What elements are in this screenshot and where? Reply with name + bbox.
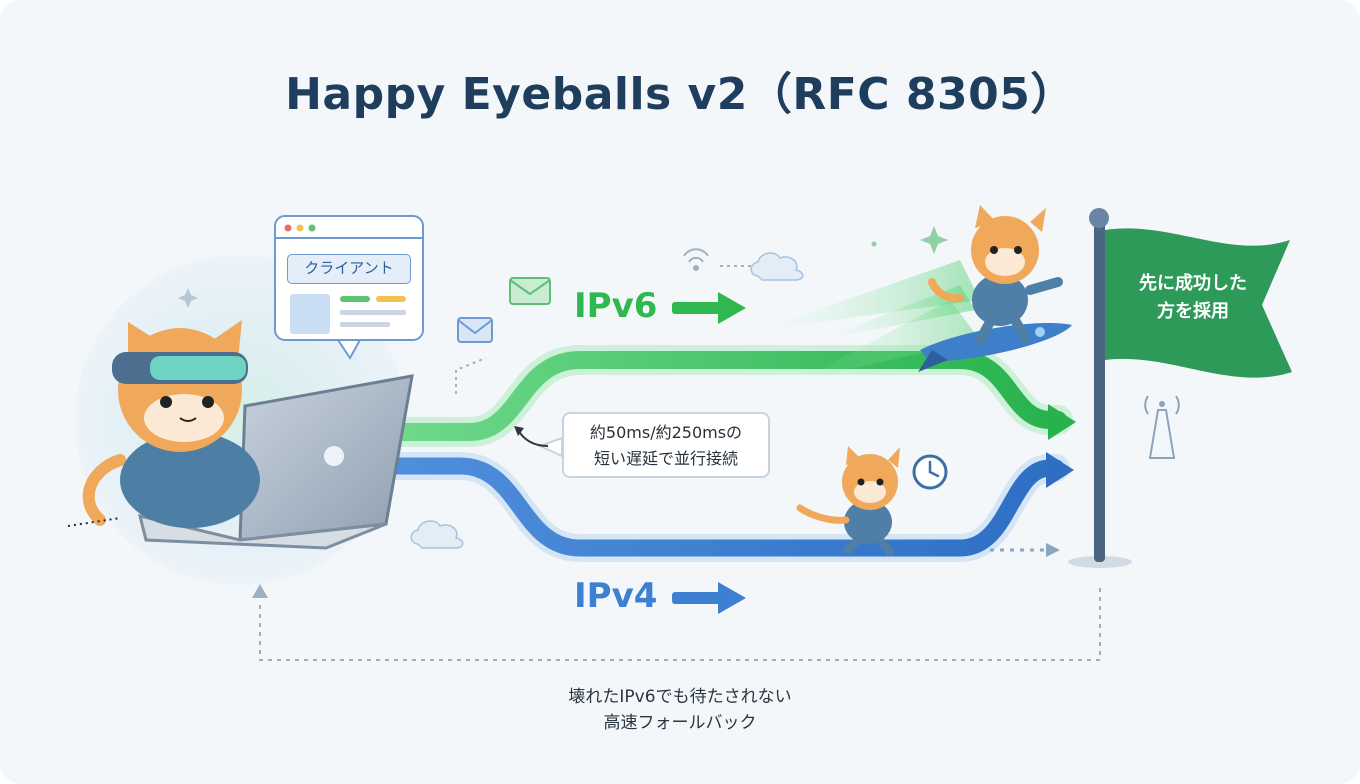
dotted-connector [67, 517, 121, 527]
envelope-icon [509, 277, 551, 305]
delay-arrowhead [514, 426, 524, 436]
fast-cat-icon [928, 205, 1063, 345]
footer-note: 壊れたIPv6でも待たされない 高速フォールバック [480, 684, 880, 736]
delay-note: 約50ms/約250msの 短い遅延で並行接続 [562, 412, 770, 478]
ipv4-arrowhead [1046, 452, 1074, 488]
rocket-icon [918, 322, 1072, 372]
envelope-icon [457, 317, 493, 343]
delay-note-line2: 短い遅延で並行接続 [593, 449, 738, 468]
slow-cat-icon [796, 446, 900, 556]
ipv4-label-arrow [672, 582, 746, 614]
sparkle-icon [920, 226, 948, 254]
dotted-arrow [990, 543, 1060, 557]
ipv4-label: IPv4 [574, 576, 658, 616]
flag-text: 先に成功した 方を採用 [1108, 270, 1278, 326]
diagram-title: Happy Eyeballs v2（RFC 8305） [285, 69, 1075, 120]
client-label: クライアント [287, 254, 411, 284]
ipv6-label: IPv6 [574, 286, 658, 326]
ipv4-path [371, 452, 1074, 562]
footer-note-line2: 高速フォールバック [603, 713, 757, 733]
client-cat-icon [82, 320, 260, 528]
speed-trail [760, 260, 980, 380]
flag-pole [1068, 208, 1132, 568]
delay-pointer [537, 436, 563, 458]
feedback-arrowhead [252, 584, 268, 598]
cloud-icon [410, 520, 464, 549]
feedback-loop [259, 588, 1101, 661]
ipv6-arrowhead [1048, 404, 1076, 440]
client-window [274, 215, 424, 360]
footer-note-line1: 壊れたIPv6でも待たされない [568, 687, 792, 707]
sparkle-icon [871, 241, 877, 247]
sparkle-icon [178, 288, 198, 308]
antenna-icon [1144, 395, 1180, 459]
flag-text-line2: 方を採用 [1157, 301, 1229, 322]
delay-arrow [517, 429, 549, 447]
delay-note-line1: 約50ms/約250msの [589, 423, 743, 442]
cloud-icon [750, 252, 804, 281]
ipv6-path [380, 345, 1076, 447]
ipv6-label-arrow [672, 292, 746, 324]
wifi-icon [683, 248, 709, 271]
flag-text-line1: 先に成功した [1139, 273, 1247, 294]
flag-banner [1105, 228, 1292, 378]
laptop-icon [137, 374, 414, 550]
dotted-connector [455, 357, 487, 394]
clock-icon [912, 454, 948, 490]
